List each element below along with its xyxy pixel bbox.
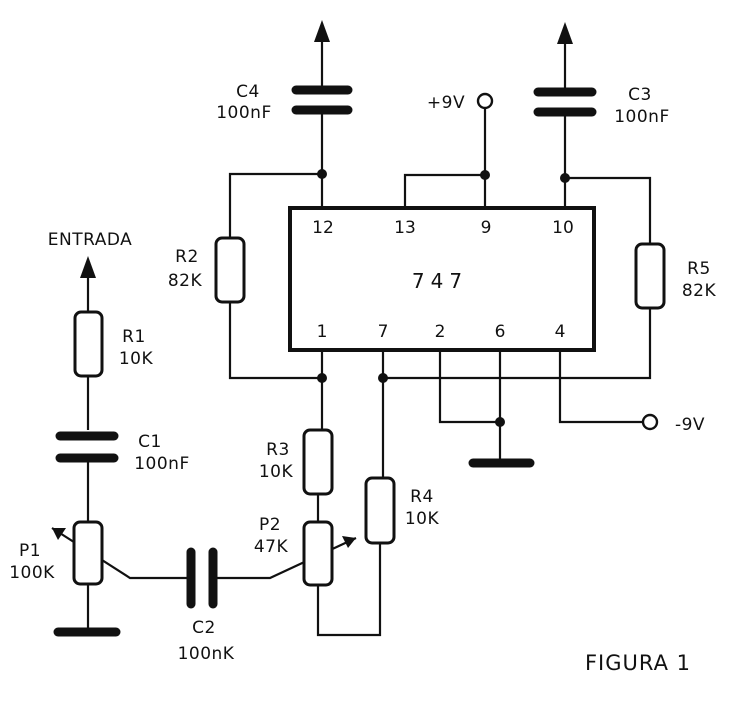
r5-value: 82K — [682, 281, 717, 301]
p1-name: P1 — [19, 541, 41, 561]
r1-name: R1 — [122, 327, 146, 347]
neg-supply-terminal — [641, 413, 659, 431]
r1-value: 10K — [119, 349, 154, 369]
c2-name: C2 — [192, 618, 216, 638]
resistor-r4 — [364, 476, 396, 545]
potentiometer-p1 — [72, 520, 104, 586]
r4-name: R4 — [410, 487, 434, 507]
r4-value: 10K — [405, 509, 440, 529]
arrows — [52, 20, 573, 548]
resistor-r5 — [634, 242, 666, 310]
c3-output-arrow-icon — [557, 22, 573, 44]
potentiometer-p2 — [302, 520, 334, 587]
ic-747-body — [288, 206, 596, 352]
capacitor-c1 — [55, 431, 119, 463]
pin-1: 1 — [317, 322, 328, 342]
c4-name: C4 — [236, 82, 260, 102]
capacitor-c2 — [186, 547, 218, 609]
ic-label: 747 — [412, 269, 468, 293]
c1-value: 100nF — [134, 454, 190, 474]
pin-2: 2 — [435, 322, 446, 342]
pin-10: 10 — [552, 218, 574, 238]
resistor-r2 — [214, 236, 246, 304]
junction-dots — [317, 169, 570, 427]
pin-7: 7 — [378, 322, 389, 342]
entrada-arrow-icon — [80, 256, 96, 278]
resistor-r1 — [73, 310, 104, 378]
entrada-label: ENTRADA — [48, 230, 133, 250]
figure-caption: FIGURA 1 — [585, 651, 691, 675]
pin-9: 9 — [481, 218, 492, 238]
pin-4: 4 — [555, 322, 566, 342]
p2-name: P2 — [259, 515, 281, 535]
c1-name: C1 — [138, 432, 162, 452]
resistor-r3 — [302, 428, 334, 496]
c4-value: 100nF — [216, 103, 272, 123]
r2-name: R2 — [175, 247, 199, 267]
r2-value: 82K — [168, 271, 203, 291]
capacitor-c3 — [533, 87, 597, 117]
r5-name: R5 — [687, 259, 711, 279]
pos-supply-terminal — [476, 92, 494, 110]
c3-name: C3 — [628, 85, 652, 105]
r3-value: 10K — [259, 462, 294, 482]
c4-output-arrow-icon — [314, 20, 330, 42]
c3-value: 100nF — [614, 107, 670, 127]
neg-supply-label: -9V — [675, 415, 705, 435]
pos-supply-label: +9V — [427, 93, 465, 113]
pin-13: 13 — [394, 218, 416, 238]
capacitor-c4 — [291, 85, 353, 115]
p1-wiper-arrow-icon — [52, 528, 66, 540]
c2-value: 100nK — [178, 644, 235, 664]
p2-wiper-arrow-icon — [342, 536, 356, 548]
pin-12: 12 — [312, 218, 334, 238]
pin-6: 6 — [495, 322, 506, 342]
r3-name: R3 — [266, 440, 290, 460]
p1-value: 100K — [9, 563, 55, 583]
p2-value: 47K — [254, 537, 289, 557]
